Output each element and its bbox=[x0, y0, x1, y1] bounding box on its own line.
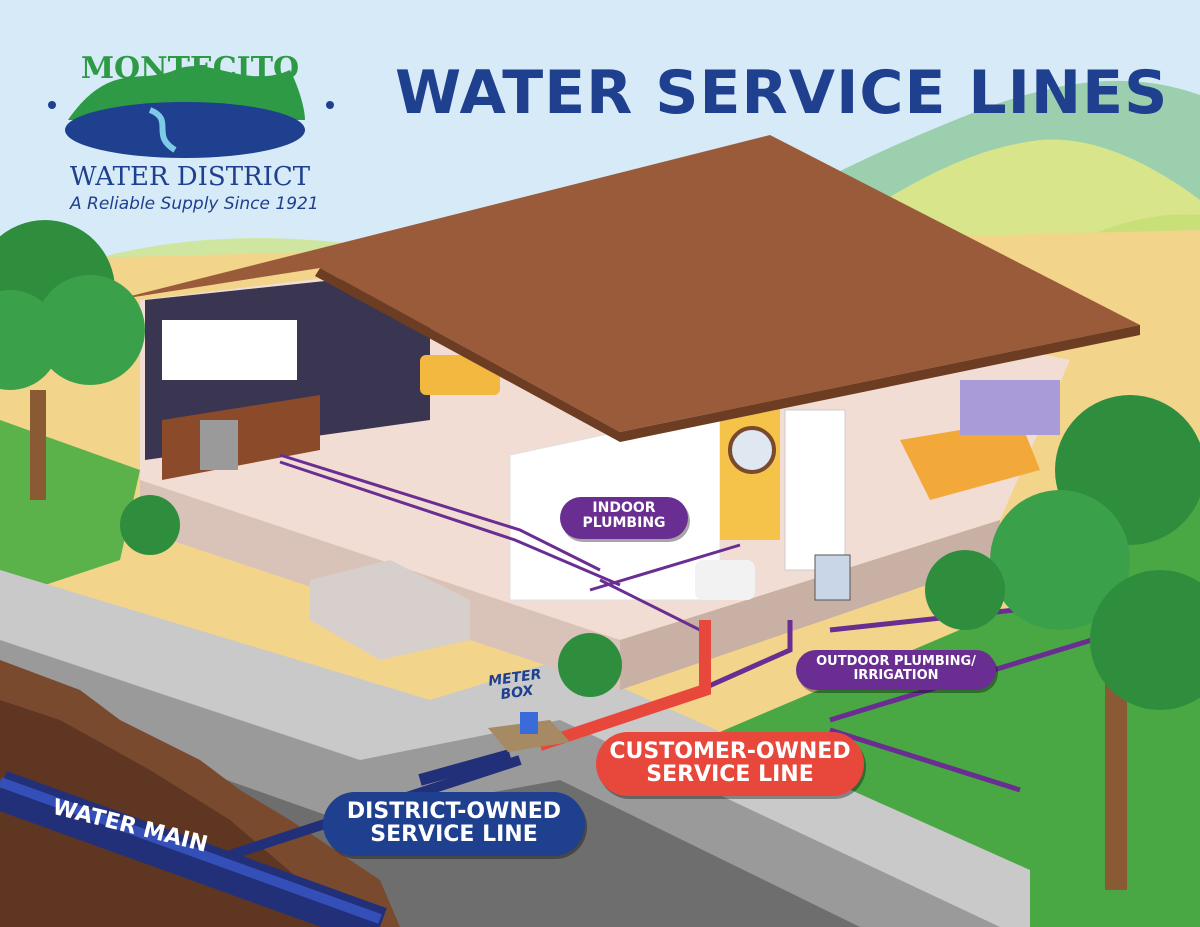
meter-box bbox=[488, 712, 570, 752]
logo-name-bottom: WATER DISTRICT bbox=[70, 162, 311, 192]
shrubs bbox=[120, 495, 1005, 697]
outdoor-plumbing-line-2: IRRIGATION bbox=[853, 667, 939, 683]
indoor-plumbing-line-2: PLUMBING bbox=[582, 514, 666, 531]
tree-right bbox=[990, 395, 1200, 890]
outdoor-plumbing-label: OUTDOOR PLUMBING/ IRRIGATION bbox=[796, 650, 996, 690]
customer-owned-line-2: SERVICE LINE bbox=[646, 762, 814, 788]
indoor-plumbing-line-1: INDOOR bbox=[592, 500, 656, 516]
customer-owned-line-1: CUSTOMER-OWNED bbox=[609, 739, 851, 764]
district-owned-line-1: DISTRICT-OWNED bbox=[346, 799, 562, 824]
district-owned-line-2: SERVICE LINE bbox=[370, 822, 538, 848]
indoor-plumbing-label: INDOOR PLUMBING bbox=[560, 497, 688, 539]
house bbox=[140, 250, 1070, 690]
logo-tagline: A Reliable Supply Since 1921 bbox=[70, 194, 319, 214]
customer-owned-label: CUSTOMER-OWNED SERVICE LINE bbox=[596, 732, 864, 796]
district-owned-label: DISTRICT-OWNED SERVICE LINE bbox=[323, 792, 585, 856]
customer-service-line bbox=[538, 620, 711, 751]
logo-emblem bbox=[48, 66, 334, 158]
logo-name-top: MONTECITO bbox=[81, 51, 299, 86]
tree-left bbox=[0, 220, 145, 500]
roof bbox=[115, 135, 1140, 442]
page-title: WATER SERVICE LINES bbox=[395, 58, 1169, 128]
indoor-plumbing-pipes bbox=[279, 453, 741, 632]
outdoor-plumbing-line-1: OUTDOOR PLUMBING/ bbox=[816, 654, 976, 669]
district-service-line bbox=[418, 749, 512, 786]
